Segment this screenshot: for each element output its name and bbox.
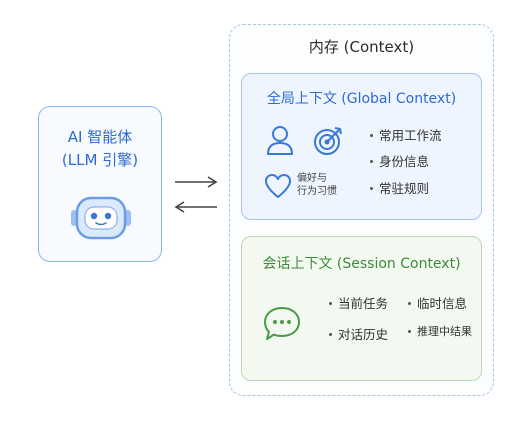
global-item-label: 常用工作流	[379, 128, 442, 143]
session-context-item: 当前任务	[329, 295, 388, 312]
target-icon	[314, 127, 342, 155]
session-context-item: 推理中结果	[408, 323, 472, 340]
chat-bubble-icon	[264, 307, 300, 340]
session-item-label: 当前任务	[338, 296, 389, 311]
bullet-icon	[370, 187, 373, 190]
session-context-item: 临时信息	[408, 295, 467, 312]
ai-agent-title: AI 智能体	[67, 128, 133, 146]
global-context-item: 常用工作流	[370, 127, 442, 144]
robot-icon	[71, 196, 131, 240]
session-item-label: 推理中结果	[417, 325, 472, 338]
global-context-box: 全局上下文 (Global Context) 偏好与 行为习惯 常用工作流 身份…	[241, 73, 482, 220]
bullet-icon	[408, 329, 411, 333]
heart-icon	[265, 174, 291, 198]
memory-title: 内存 (Context)	[308, 38, 415, 56]
global-context-item: 常驻规则	[370, 180, 429, 197]
bullet-icon	[370, 160, 373, 163]
session-context-item: 对话历史	[329, 326, 388, 343]
arrow-right-icon	[175, 176, 218, 188]
session-context-box: 会话上下文 (Session Context) 当前任务 临时信息 对话历史 推…	[241, 236, 482, 381]
session-item-label: 临时信息	[417, 296, 468, 311]
global-context-title: 全局上下文 (Global Context)	[266, 91, 457, 107]
global-item-label: 常驻规则	[379, 181, 430, 196]
bullet-icon	[408, 302, 411, 305]
session-item-label: 对话历史	[338, 327, 389, 342]
ai-agent-subtitle: (LLM 引擎)	[61, 151, 139, 169]
arrow-left-icon	[174, 201, 217, 213]
global-context-item: 身份信息	[370, 153, 429, 170]
global-item-label: 身份信息	[379, 154, 430, 169]
bullet-icon	[329, 302, 332, 305]
bullet-icon	[329, 333, 332, 336]
ai-agent-box: AI 智能体 (LLM 引擎)	[38, 106, 162, 262]
session-context-title: 会话上下文 (Session Context)	[262, 256, 461, 272]
preference-label-line2: 行为习惯	[297, 186, 337, 197]
person-icon	[267, 126, 293, 155]
preference-label-line1: 偏好与	[297, 173, 327, 184]
bullet-icon	[370, 134, 373, 137]
